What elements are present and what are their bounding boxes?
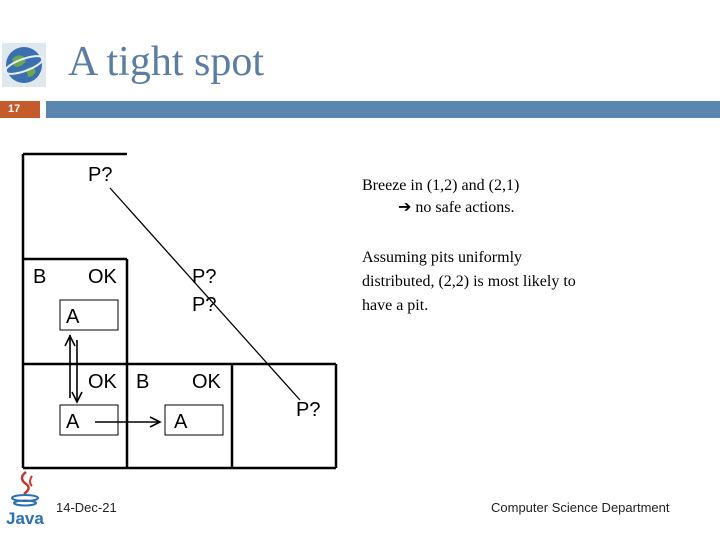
path-arrows <box>64 187 301 428</box>
arrowhead <box>149 416 162 428</box>
cell-label: B <box>136 371 149 393</box>
cell-label: A <box>66 306 80 328</box>
svg-text:Java: Java <box>6 509 44 528</box>
cell-labels: P? B OK A P? P? OK A B A OK P? <box>33 164 320 433</box>
assumption-line: distributed, (2,2) is most likely to <box>362 273 576 290</box>
cell-label: A <box>174 411 188 433</box>
agent-box <box>59 404 119 436</box>
globe-icon <box>2 43 46 87</box>
footer-department: Computer Science Department <box>491 500 670 515</box>
cell-label: OK <box>88 266 118 288</box>
slide-number-bar: 17 <box>0 101 40 118</box>
cell-label: P? <box>296 399 320 421</box>
arrowhead <box>71 391 83 404</box>
agent-box <box>59 299 119 331</box>
cell-label: P? <box>88 164 112 186</box>
footer-date: 14-Dec-21 <box>56 500 117 515</box>
cell-label: A <box>66 411 80 433</box>
agent-box <box>164 404 224 436</box>
wumpus-grid-diagram: P? B OK A P? P? OK A B A OK P? <box>21 152 338 470</box>
slide-number: 17 <box>8 103 21 115</box>
breeze-line: Breeze in (1,2) and (2,1) <box>362 177 520 194</box>
breeze-text: Breeze in (1,2) and (2,1) ➔ no safe acti… <box>362 175 692 219</box>
cell-label: P? <box>192 266 216 288</box>
cell-label: B <box>33 266 46 288</box>
grid-lines <box>21 152 338 470</box>
assumption-text: Assuming pits uniformly distributed, (2,… <box>362 246 692 318</box>
arrowhead <box>64 334 76 347</box>
assumption-line: Assuming pits uniformly <box>362 249 523 266</box>
conclusion-line: ➔ no safe actions. <box>362 197 692 219</box>
cell-label: OK <box>88 371 118 393</box>
header-bar <box>46 101 720 118</box>
diagonal-line <box>109 187 301 401</box>
java-logo-icon: Java <box>6 471 44 528</box>
conclusion-text: no safe actions. <box>411 199 515 216</box>
agent-boxes <box>59 299 224 436</box>
cell-label: P? <box>192 294 216 316</box>
assumption-line: have a pit. <box>362 297 429 314</box>
slide-title: A tight spot <box>68 39 265 85</box>
arrow-right-icon: ➔ <box>398 199 412 216</box>
cell-label: OK <box>192 371 222 393</box>
